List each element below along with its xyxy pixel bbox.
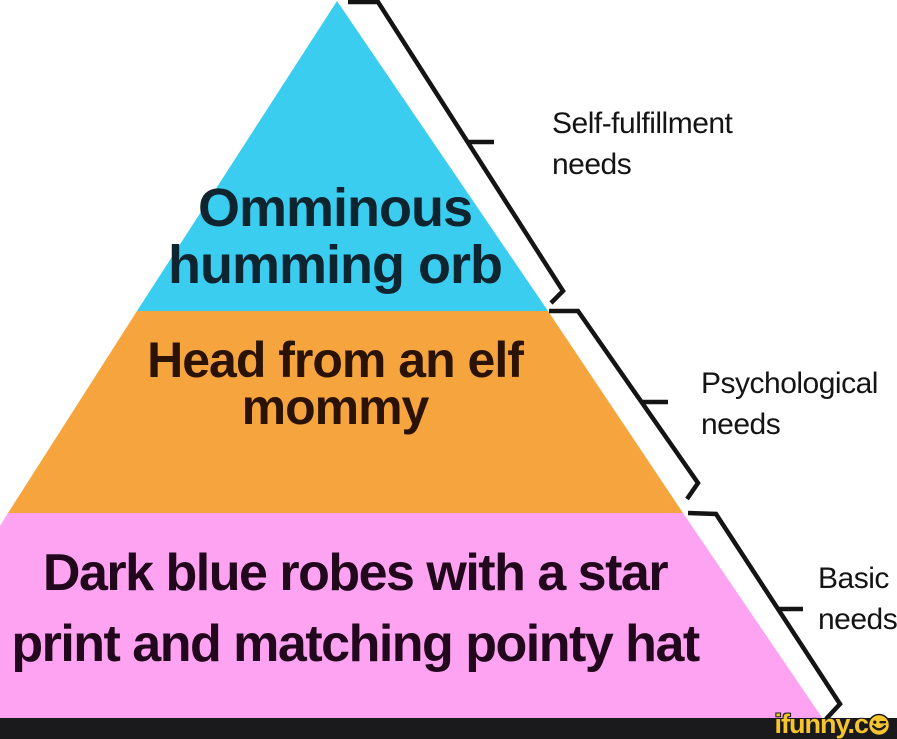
need-label-basic-line1: Basic (818, 562, 889, 595)
level-top-caption: Omminous humming orb (115, 180, 555, 294)
pyramid-level-top-shape (137, 1, 548, 311)
level-middle-caption-line1: Head from an elf (147, 332, 524, 388)
level-middle-caption: Head from an elf mommy (85, 332, 585, 435)
need-label-self-fulfillment-line2: needs (552, 148, 632, 181)
pyramid-level-bottom-shape (0, 513, 823, 719)
level-top-caption-line2: humming orb (168, 235, 503, 295)
bracket-psychological (549, 308, 701, 501)
level-bottom-caption: Dark blue robes with a star print and ma… (10, 538, 700, 680)
need-label-basic: Basic needs (818, 558, 897, 640)
need-label-psychological-line2: needs (701, 408, 781, 441)
need-label-psychological-line1: Psychological (701, 367, 878, 400)
ifunny-watermark-text: ifunny.c (774, 709, 869, 739)
need-label-self-fulfillment: Self-fulfillment needs (552, 103, 733, 185)
pyramid-level-middle-shape (8, 311, 683, 513)
need-label-psychological: Psychological needs (701, 363, 878, 445)
level-bottom-caption-line2: print and matching pointy hat (11, 615, 700, 673)
ifunny-watermark: ifunny.c (774, 711, 891, 738)
watermark-bar (0, 718, 897, 739)
need-label-basic-line2: needs (818, 603, 897, 636)
level-middle-caption-line2: mommy (241, 379, 430, 435)
winking-smiley-icon (867, 713, 891, 736)
level-bottom-caption-line1: Dark blue robes with a star (42, 544, 669, 602)
level-top-caption-line1: Omminous (197, 178, 473, 238)
bracket-self-fulfillment (348, 0, 566, 305)
need-label-self-fulfillment-line1: Self-fulfillment (552, 107, 733, 140)
